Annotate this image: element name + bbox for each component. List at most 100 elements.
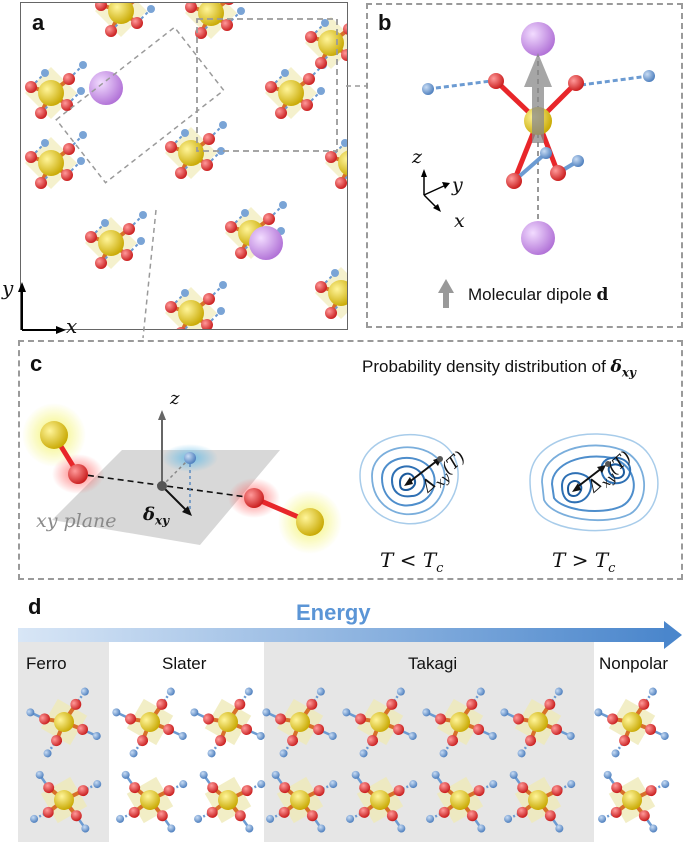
hydrogen-atom bbox=[112, 708, 121, 717]
oxygen-atom bbox=[156, 810, 168, 822]
hydrogen-atom bbox=[351, 770, 360, 779]
hydrogen-atom bbox=[271, 770, 280, 779]
hydrogen-atom bbox=[279, 749, 288, 758]
phase-ferro: Ferro bbox=[26, 654, 67, 673]
panel-c-title-sub: xy bbox=[621, 365, 637, 380]
oxygen-atom bbox=[513, 713, 525, 725]
oxygen-atom bbox=[123, 223, 135, 235]
hydrogen-atom bbox=[329, 780, 338, 789]
hydrogen-atom bbox=[207, 749, 216, 758]
oxygen-atom bbox=[25, 81, 37, 93]
hydrogen-atom bbox=[648, 687, 657, 696]
oxygen-atom bbox=[305, 31, 317, 43]
oxygen-atom bbox=[551, 785, 563, 797]
oxygen-atom bbox=[386, 810, 398, 822]
panel-c-label: c bbox=[30, 351, 43, 376]
hydrogen-atom bbox=[567, 780, 576, 789]
hydrogen-atom bbox=[408, 732, 417, 741]
oxygen-atom bbox=[313, 723, 325, 735]
hydrogen-atom bbox=[439, 749, 448, 758]
panel-c-title-symbol: δ bbox=[610, 357, 622, 377]
oxygen-atom bbox=[165, 301, 177, 313]
po4-unit bbox=[194, 770, 266, 833]
phosphorus-atom bbox=[98, 230, 124, 256]
oxygen-atom bbox=[341, 49, 347, 61]
phosphorus-atom bbox=[278, 80, 304, 106]
cesium-atom bbox=[521, 221, 555, 255]
oxygen-atom bbox=[63, 73, 75, 85]
po4-unit bbox=[346, 770, 418, 833]
panel-c bbox=[18, 340, 683, 580]
oxygen-atom bbox=[367, 735, 379, 747]
phosphorus-atom bbox=[338, 150, 347, 176]
oxygen-atom bbox=[306, 810, 318, 822]
po4-unit bbox=[594, 687, 669, 758]
oxygen-atom bbox=[359, 782, 371, 794]
oxygen-atom bbox=[163, 785, 175, 797]
oxygen-atom bbox=[185, 3, 197, 13]
phosphorus-atom bbox=[140, 790, 160, 810]
dipole-legend-arrow bbox=[438, 279, 454, 308]
energy-arrow bbox=[18, 621, 682, 649]
oxygen-atom bbox=[225, 221, 237, 233]
hydrogen-atom bbox=[328, 732, 337, 741]
oxygen-atom bbox=[544, 698, 556, 710]
oxygen-atom bbox=[438, 806, 450, 818]
phosphorus-atom bbox=[622, 790, 642, 810]
hydrogen-atom bbox=[422, 708, 431, 717]
hydrogen-atom bbox=[426, 814, 435, 823]
unit-cell-outline bbox=[55, 26, 225, 184]
hydrogen-atom bbox=[660, 732, 669, 741]
hydrogen-atom bbox=[504, 814, 513, 823]
hydrogen-atom bbox=[30, 814, 39, 823]
oxygen-atom bbox=[105, 25, 117, 37]
phosphorus-atom bbox=[218, 712, 238, 732]
oxygen-atom bbox=[70, 698, 82, 710]
hydrogen-atom bbox=[80, 687, 89, 696]
po4-unit bbox=[598, 770, 670, 833]
oxygen-atom bbox=[393, 785, 405, 797]
oxygen-atom bbox=[125, 713, 137, 725]
hydrogen-atom bbox=[611, 749, 620, 758]
hydrogen-atom bbox=[237, 7, 245, 15]
hydrogen-atom bbox=[317, 87, 325, 95]
oxygen-atom bbox=[35, 177, 47, 189]
hydrogen-atom bbox=[555, 824, 564, 833]
hydrogen-atom bbox=[219, 281, 227, 289]
phase-nonpolar: Nonpolar bbox=[599, 654, 668, 673]
oxygen-atom bbox=[121, 249, 133, 261]
po4-unit bbox=[262, 687, 337, 758]
oxygen-atom bbox=[224, 3, 234, 5]
panel-d-label: d bbox=[28, 594, 42, 619]
hydrogen-atom bbox=[500, 708, 509, 717]
hydrogen-atom bbox=[517, 749, 526, 758]
hydrogen-atom bbox=[409, 780, 418, 789]
oxygen-atom bbox=[335, 177, 347, 189]
po4-unit bbox=[342, 687, 417, 758]
oxygen-atom bbox=[234, 810, 246, 822]
hydrogen-atom bbox=[77, 87, 85, 95]
oxygen-atom bbox=[206, 806, 218, 818]
oxygen-atom bbox=[393, 723, 405, 735]
phosphorus-atom bbox=[622, 712, 642, 732]
hydrogen-atom bbox=[245, 824, 254, 833]
oxygen-atom bbox=[610, 806, 622, 818]
oxygen-atom bbox=[525, 735, 537, 747]
oxygen-atom bbox=[203, 713, 215, 725]
panel-a-lattice bbox=[25, 3, 347, 329]
phase-slater: Slater bbox=[162, 654, 207, 673]
panel-c-delta-label: δxy bbox=[143, 504, 169, 528]
oxygen-atom bbox=[275, 713, 287, 725]
hydrogen-atom bbox=[603, 770, 612, 779]
hydrogen-atom bbox=[92, 732, 101, 741]
po4-unit bbox=[116, 770, 188, 833]
oxygen-atom bbox=[156, 698, 168, 710]
po4-unit bbox=[500, 687, 575, 758]
panel-b bbox=[366, 3, 683, 328]
hydrogen-atom bbox=[256, 732, 265, 741]
oxygen-atom bbox=[447, 735, 459, 747]
oxygen-atom bbox=[176, 327, 186, 329]
oxygen-atom bbox=[278, 806, 290, 818]
hydrogen-atom bbox=[341, 139, 347, 147]
oxygen-atom bbox=[241, 723, 253, 735]
